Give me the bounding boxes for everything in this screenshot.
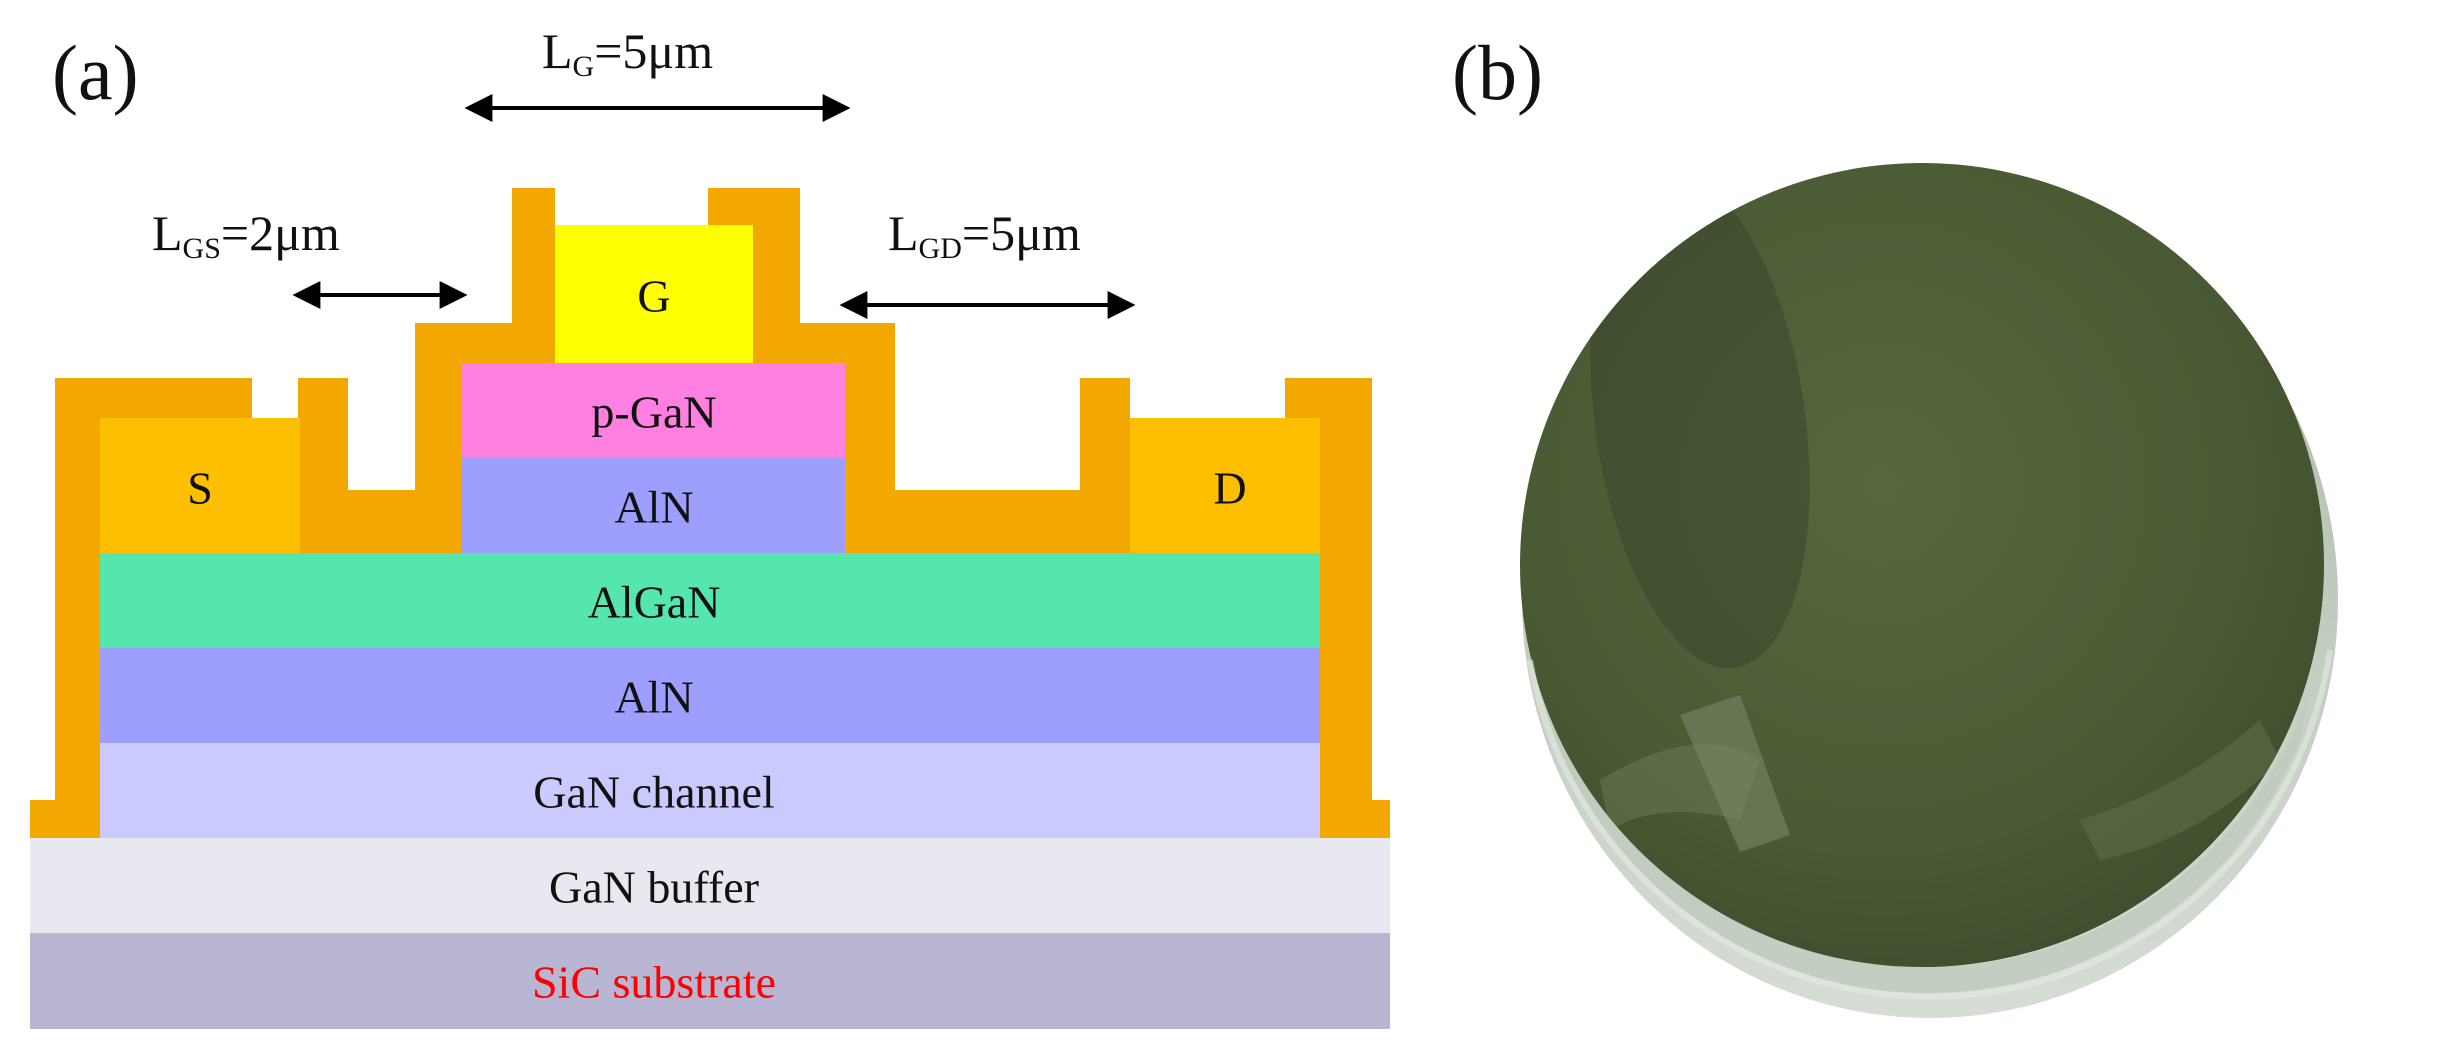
rim-highlight (1527, 649, 2333, 1000)
panel-b-label: (b) (1452, 29, 1543, 116)
wafer-reflection-right (2080, 720, 2280, 860)
sic-substrate-label: SiC substrate (532, 957, 776, 1008)
gan-buffer-layer (30, 838, 1390, 933)
aln-spacer-label: AlN (614, 672, 693, 723)
gate-label: G (637, 271, 670, 322)
lgd-dimension-label: LGD=5μm (888, 205, 1081, 265)
drain-electrode (1130, 418, 1320, 553)
sic-substrate-layer (30, 933, 1390, 1029)
wafer-photo (1520, 163, 2338, 1018)
p-gan-label: p-GaN (591, 387, 716, 438)
gan-channel-label: GaN channel (533, 767, 774, 818)
gan-channel-layer (100, 743, 1320, 838)
wafer-dark-patch (1590, 172, 1810, 668)
algan-label: AlGaN (588, 577, 721, 628)
source-electrode (100, 418, 300, 553)
panel-a-label: (a) (52, 29, 139, 116)
lg-dimension-label: LG=5μm (542, 23, 713, 83)
drain-label: D (1213, 463, 1246, 514)
aln-spacer-layer (100, 648, 1320, 743)
source-label: S (187, 463, 213, 514)
hemt-cross-section: G S D p-GaN AlN AlGaN AlN GaN channel Ga… (30, 23, 1390, 1029)
gan-buffer-label: GaN buffer (549, 862, 759, 913)
p-gan-layer (462, 363, 845, 458)
wafer-flat-shard (1680, 695, 1790, 852)
aln-cap-label: AlN (614, 482, 693, 533)
lgs-dimension-label: LGS=2μm (152, 205, 340, 265)
gate-electrode (555, 225, 753, 363)
algan-layer (100, 553, 1320, 648)
aln-cap-layer (462, 458, 845, 553)
